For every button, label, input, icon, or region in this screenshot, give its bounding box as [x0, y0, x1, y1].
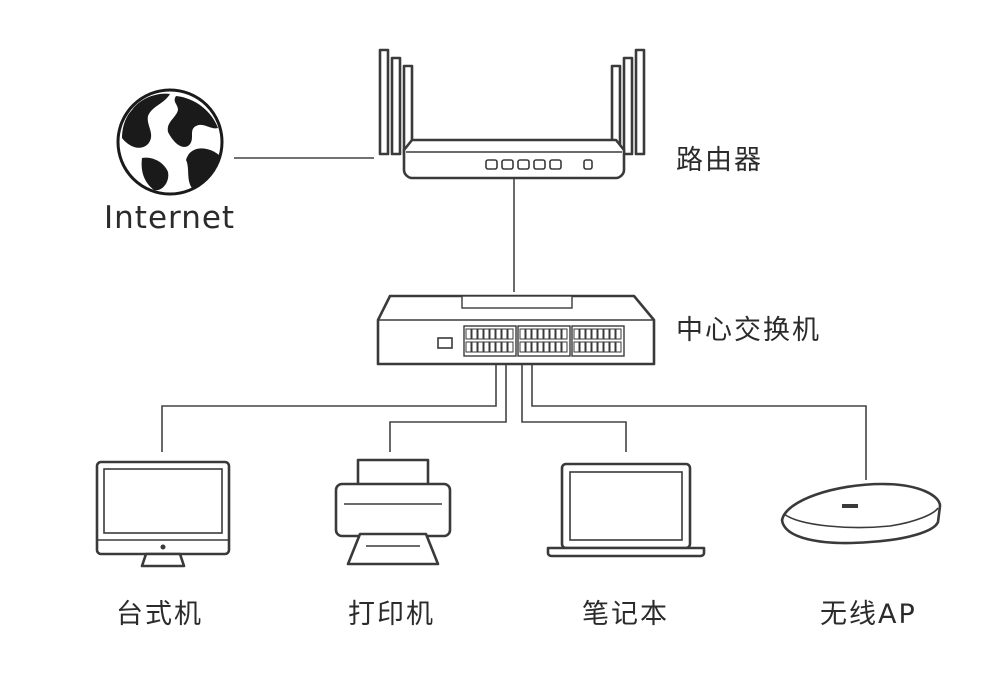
switch-port	[603, 328, 610, 340]
router-label: 路由器	[676, 145, 763, 176]
switch-port	[609, 341, 616, 353]
switch-port	[525, 341, 532, 353]
switch-port	[483, 328, 490, 340]
switch-port	[489, 328, 496, 340]
switch-port	[501, 341, 508, 353]
switch-port	[561, 341, 568, 353]
switch-port	[555, 328, 562, 340]
switch-port	[579, 328, 586, 340]
switch-label: 中心交换机	[676, 315, 821, 346]
switch-port	[573, 341, 580, 353]
switch-port-grid	[463, 325, 625, 357]
switch-port	[495, 341, 502, 353]
desktop-icon	[95, 460, 231, 568]
switch-port	[483, 341, 490, 353]
switch-port	[531, 341, 538, 353]
switch-port	[471, 328, 478, 340]
switch-port	[549, 341, 556, 353]
switch-port	[543, 328, 550, 340]
laptop-icon	[546, 462, 706, 558]
switch-port	[471, 341, 478, 353]
switch-ap-link	[531, 364, 867, 480]
switch-port	[615, 341, 622, 353]
switch-port	[537, 328, 544, 340]
laptop-label: 笔记本	[582, 599, 669, 630]
globe-icon	[116, 88, 224, 196]
switch-port	[591, 328, 598, 340]
switch-port	[585, 328, 592, 340]
printer-label: 打印机	[348, 599, 435, 630]
printer-icon	[334, 458, 452, 566]
switch-port	[561, 328, 568, 340]
switch-port	[597, 341, 604, 353]
switch-port	[549, 328, 556, 340]
switch-port	[507, 341, 514, 353]
switch-port	[507, 328, 514, 340]
switch-port	[531, 328, 538, 340]
switch-port	[489, 341, 496, 353]
wireless-ap-label: 无线AP	[820, 599, 917, 630]
router-icon	[378, 48, 646, 180]
switch-port	[537, 341, 544, 353]
switch-port	[477, 341, 484, 353]
switch-port	[525, 328, 532, 340]
switch-port	[591, 341, 598, 353]
switch-printer-link	[389, 364, 507, 452]
switch-port	[501, 328, 508, 340]
switch-port	[585, 341, 592, 353]
switch-port	[543, 341, 550, 353]
switch-port	[579, 341, 586, 353]
switch-port	[477, 328, 484, 340]
switch-port	[603, 341, 610, 353]
switch-desktop-link	[161, 364, 497, 452]
switch-port	[519, 341, 526, 353]
switch-laptop-link	[521, 364, 627, 452]
desktop-label: 台式机	[116, 599, 203, 630]
connection-lines	[161, 157, 867, 480]
switch-port	[597, 328, 604, 340]
switch-port	[465, 328, 472, 340]
switch-port	[609, 328, 616, 340]
switch-port	[615, 328, 622, 340]
switch-port	[519, 328, 526, 340]
switch-port	[573, 328, 580, 340]
switch-icon	[376, 294, 656, 366]
wireless-ap-icon	[780, 482, 942, 545]
switch-port	[555, 341, 562, 353]
switch-port	[495, 328, 502, 340]
switch-port	[465, 341, 472, 353]
internet-label: Internet	[104, 200, 236, 236]
